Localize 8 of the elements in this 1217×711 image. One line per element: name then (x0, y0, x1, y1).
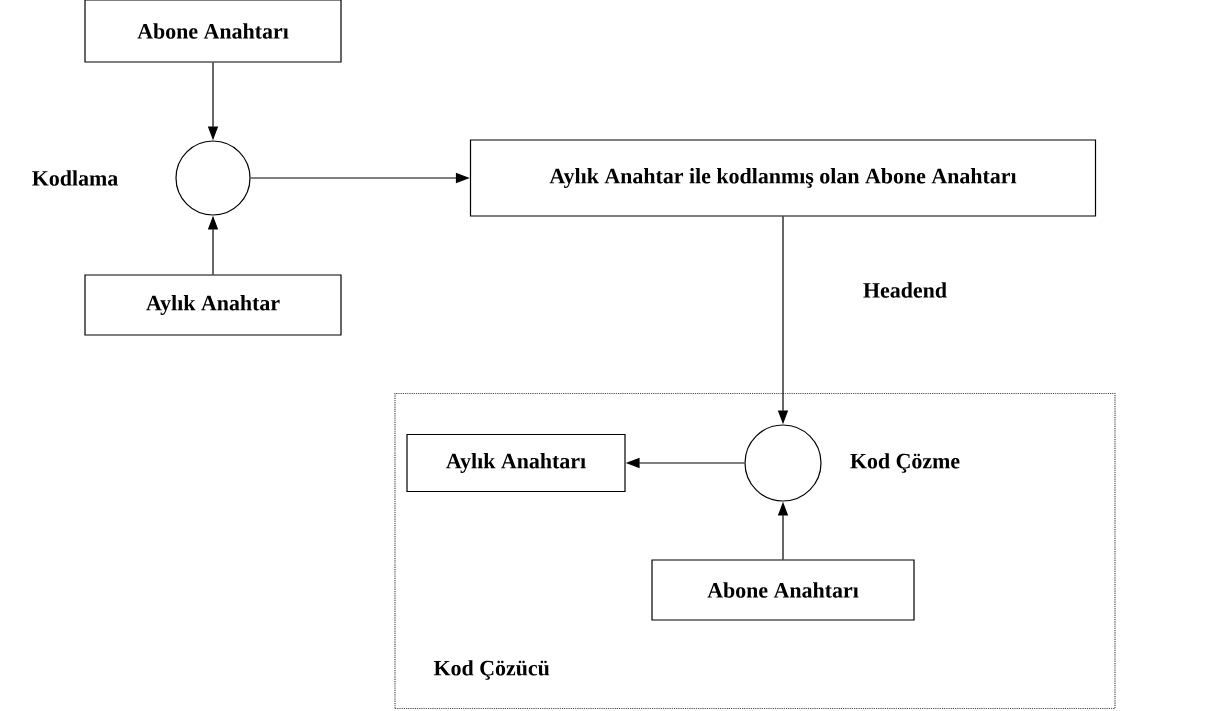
process-box: Abone Anahtarı (651, 559, 915, 621)
side-label: Kodlama (32, 170, 118, 186)
process-box: Abone Anahtarı (84, 0, 342, 63)
process-box: Aylık Anahtarı (406, 433, 626, 493)
side-label: Kod Çözme (850, 453, 960, 473)
process-box: Aylık Anahtar ile kodlanmış olan Abone Anahtarı (469, 139, 1097, 217)
text-label: Headend (863, 282, 947, 298)
process-box: Aylık Anahtar (84, 274, 342, 336)
